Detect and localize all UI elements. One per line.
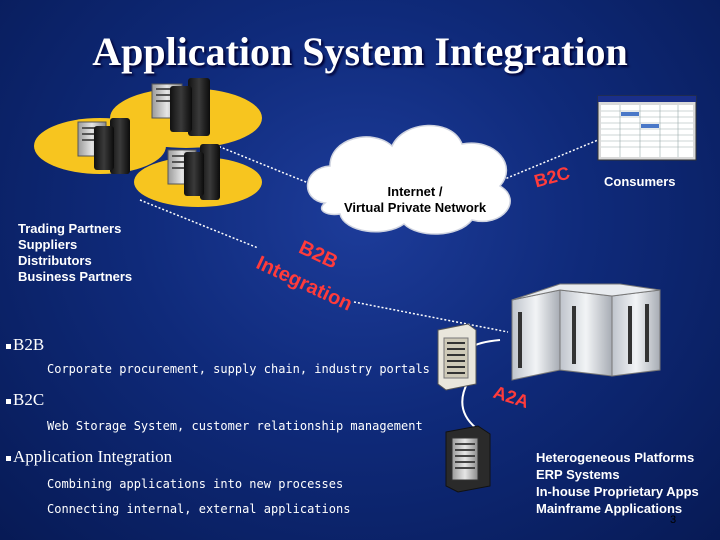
consumers-label: Consumers: [604, 174, 676, 189]
connector-partner-integration: [139, 199, 259, 249]
cloud-label: Internet / Virtual Private Network: [330, 184, 500, 216]
bullet-application-integration: Application Integration: [6, 447, 172, 467]
bullet-heading: B2B: [13, 335, 45, 354]
partners-line: Business Partners: [18, 269, 133, 284]
bullet-square-icon: [6, 455, 11, 461]
trading-partners-list: Trading Partners Suppliers Distributors …: [18, 221, 132, 285]
bullet-b2c: B2C: [6, 390, 44, 410]
bullet-square-icon: [6, 398, 11, 404]
connector-partner-cloud: [207, 141, 346, 199]
partners-line: Suppliers: [18, 237, 78, 252]
mainframe-icon: [511, 283, 661, 381]
server-tower-icon: [151, 78, 210, 136]
platforms-line: Heterogeneous Platforms: [536, 450, 695, 465]
trading-partner-cluster: [34, 78, 262, 207]
page-number: 3: [670, 514, 677, 526]
bullet-sub: Corporate procurement, supply chain, ind…: [47, 362, 430, 376]
cloud-label-line1: Internet /: [387, 184, 443, 199]
platforms-line: In-house Proprietary Apps: [536, 484, 699, 499]
bullet-sub: Connecting internal, external applicatio…: [47, 502, 351, 516]
bullet-sub: Combining applications into new processe…: [47, 477, 344, 491]
bullet-b2b: B2B: [6, 335, 44, 355]
server-tower-icon: [77, 118, 130, 174]
internet-cloud: [306, 124, 511, 235]
workstation-server-icon: [445, 425, 491, 493]
bullet-heading: Application Integration: [13, 447, 173, 466]
spreadsheet-window-icon: [597, 95, 697, 161]
slide-title: Application System Integration: [92, 29, 628, 74]
partners-line: Trading Partners: [18, 221, 122, 236]
connector-integration-mainframe: [353, 301, 509, 333]
platforms-list: Heterogeneous Platforms ERP Systems In-h…: [536, 449, 699, 517]
storage-array-icon: [437, 323, 477, 391]
platforms-line: Mainframe Applications: [536, 501, 683, 516]
cloud-label-line2: Virtual Private Network: [343, 200, 487, 215]
bullet-heading: B2C: [13, 390, 45, 409]
bullet-sub: Web Storage System, customer relationshi…: [47, 419, 423, 433]
platforms-line: ERP Systems: [536, 467, 620, 482]
server-tower-icon: [167, 144, 220, 200]
partners-line: Distributors: [18, 253, 92, 268]
bullet-square-icon: [6, 343, 11, 349]
